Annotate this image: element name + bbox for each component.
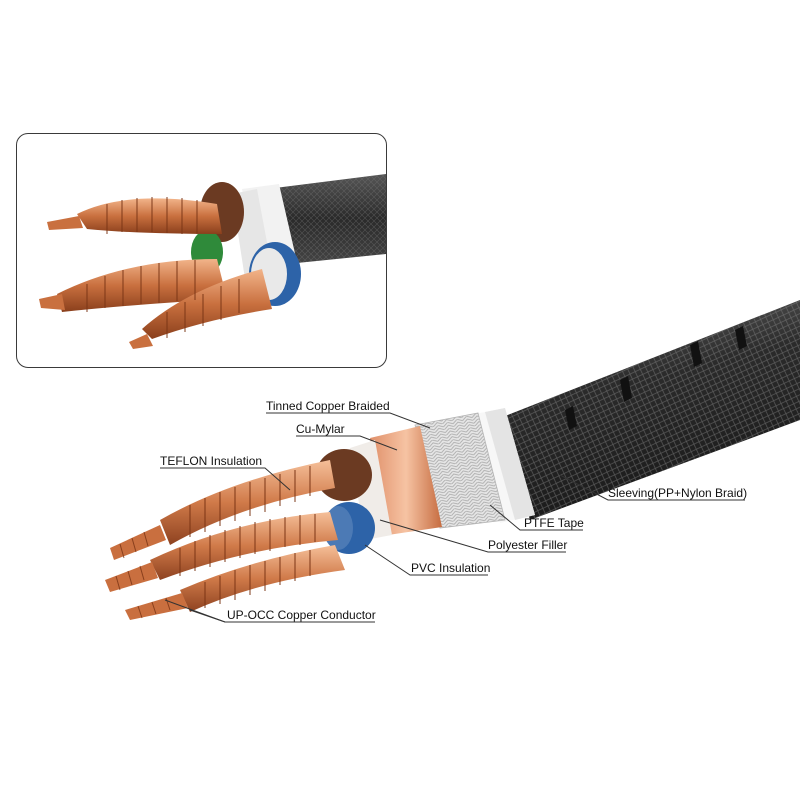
label-sleeving: Sleeving(PP+Nylon Braid) — [608, 486, 748, 500]
leader-lines — [160, 412, 745, 623]
leader-teflon-insulation — [160, 467, 291, 491]
sleeving-layer — [500, 300, 800, 520]
leader-sleeving — [559, 474, 745, 501]
leader-conductor-branch — [189, 609, 226, 623]
label-polyester-filler: Polyester Filler — [488, 538, 568, 552]
label-cu-mylar: Cu-Mylar — [296, 422, 345, 436]
label-teflon-insulation: TEFLON Insulation — [160, 454, 263, 468]
label-ptfe-tape: PTFE Tape — [524, 516, 584, 530]
inset-closeup-image — [16, 133, 387, 368]
ptfe-tape-layer — [470, 408, 535, 523]
leader-ptfe-tape — [489, 504, 583, 531]
leader-cu-mylar — [296, 435, 398, 451]
leader-polyester-filler — [379, 519, 566, 553]
leader-pvc-insulation — [364, 544, 488, 576]
cu-mylar-layer — [370, 426, 442, 535]
leader-tinned-copper-braided — [266, 412, 431, 429]
copper-conductors — [105, 460, 345, 620]
inset-copper-coils — [39, 197, 272, 349]
inset-cable-illustration — [39, 174, 386, 349]
label-pvc-insulation: PVC Insulation — [411, 561, 491, 575]
label-tinned-copper-braided: Tinned Copper Braided — [266, 399, 390, 413]
label-conductor: UP-OCC Copper Conductor — [227, 608, 376, 622]
